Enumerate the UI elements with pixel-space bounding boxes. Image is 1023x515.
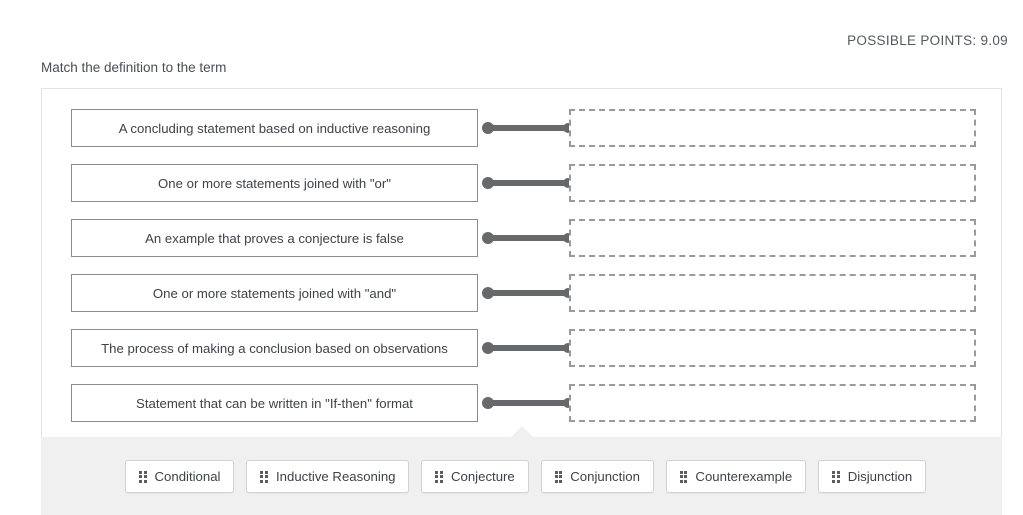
connector-dot-right — [563, 398, 573, 408]
definition-box[interactable]: A concluding statement based on inductiv… — [71, 109, 478, 147]
term-chip-label: Conjunction — [570, 469, 640, 484]
connector-bar — [488, 290, 568, 296]
connector-bar — [488, 125, 568, 131]
term-chip-label: Conjecture — [450, 469, 515, 484]
connector-dot-right — [563, 123, 573, 133]
match-row: Statement that can be written in "If-the… — [71, 384, 1001, 422]
connector-line — [482, 342, 574, 354]
question-prompt: Match the definition to the term — [41, 60, 227, 75]
definition-box[interactable]: Statement that can be written in "If-the… — [71, 384, 478, 422]
tray-pointer-caret — [511, 426, 533, 437]
term-chip-list: Conditional Inductive Reasoning Conjectu… — [125, 460, 927, 493]
connector-bar — [488, 180, 568, 186]
connector-dot-right — [563, 178, 573, 188]
connector-bar — [488, 400, 568, 406]
answer-drop-zone[interactable] — [569, 384, 976, 422]
connector-dot-right — [563, 343, 573, 353]
answer-drop-zone[interactable] — [569, 219, 976, 257]
match-row: One or more statements joined with "or" — [71, 164, 1001, 202]
definition-box[interactable]: One or more statements joined with "or" — [71, 164, 478, 202]
term-chip-label: Disjunction — [847, 469, 913, 484]
answer-drop-zone[interactable] — [569, 329, 976, 367]
drag-grip-icon — [832, 470, 840, 483]
term-chip-counterexample[interactable]: Counterexample — [665, 460, 807, 493]
answer-drop-zone[interactable] — [569, 109, 976, 147]
term-chip-inductive-reasoning[interactable]: Inductive Reasoning — [246, 460, 410, 493]
match-row: One or more statements joined with "and" — [71, 274, 1001, 312]
term-chip-conditional[interactable]: Conditional — [125, 460, 235, 493]
connector-dot-right — [563, 233, 573, 243]
connector-line — [482, 232, 574, 244]
drag-grip-icon — [554, 470, 563, 483]
answer-drop-zone[interactable] — [569, 274, 976, 312]
definition-box[interactable]: The process of making a conclusion based… — [71, 329, 478, 367]
answer-bank-tray: Conditional Inductive Reasoning Conjectu… — [41, 426, 1002, 515]
connector-bar — [488, 235, 568, 241]
matching-question-card: A concluding statement based on inductiv… — [41, 88, 1002, 437]
drag-grip-icon — [260, 470, 268, 483]
match-row-list: A concluding statement based on inductiv… — [42, 89, 1001, 422]
match-row: The process of making a conclusion based… — [71, 329, 1001, 367]
match-row: A concluding statement based on inductiv… — [71, 109, 1001, 147]
term-chip-label: Inductive Reasoning — [275, 469, 396, 484]
connector-line — [482, 177, 574, 189]
match-row: An example that proves a conjecture is f… — [71, 219, 1001, 257]
drag-grip-icon — [679, 470, 688, 483]
term-chip-label: Counterexample — [695, 469, 793, 484]
term-chip-conjecture[interactable]: Conjecture — [421, 460, 529, 493]
answer-drop-zone[interactable] — [569, 164, 976, 202]
connector-line — [482, 287, 574, 299]
definition-box[interactable]: An example that proves a conjecture is f… — [71, 219, 478, 257]
term-chip-disjunction[interactable]: Disjunction — [818, 460, 927, 493]
connector-line — [482, 397, 574, 409]
term-chip-conjunction[interactable]: Conjunction — [540, 460, 654, 493]
connector-dot-right — [563, 288, 573, 298]
term-chip-label: Conditional — [154, 469, 221, 484]
drag-grip-icon — [139, 470, 147, 483]
drag-grip-icon — [435, 470, 443, 483]
connector-line — [482, 122, 574, 134]
definition-box[interactable]: One or more statements joined with "and" — [71, 274, 478, 312]
connector-bar — [488, 345, 568, 351]
possible-points-label: POSSIBLE POINTS: 9.09 — [847, 33, 1008, 48]
